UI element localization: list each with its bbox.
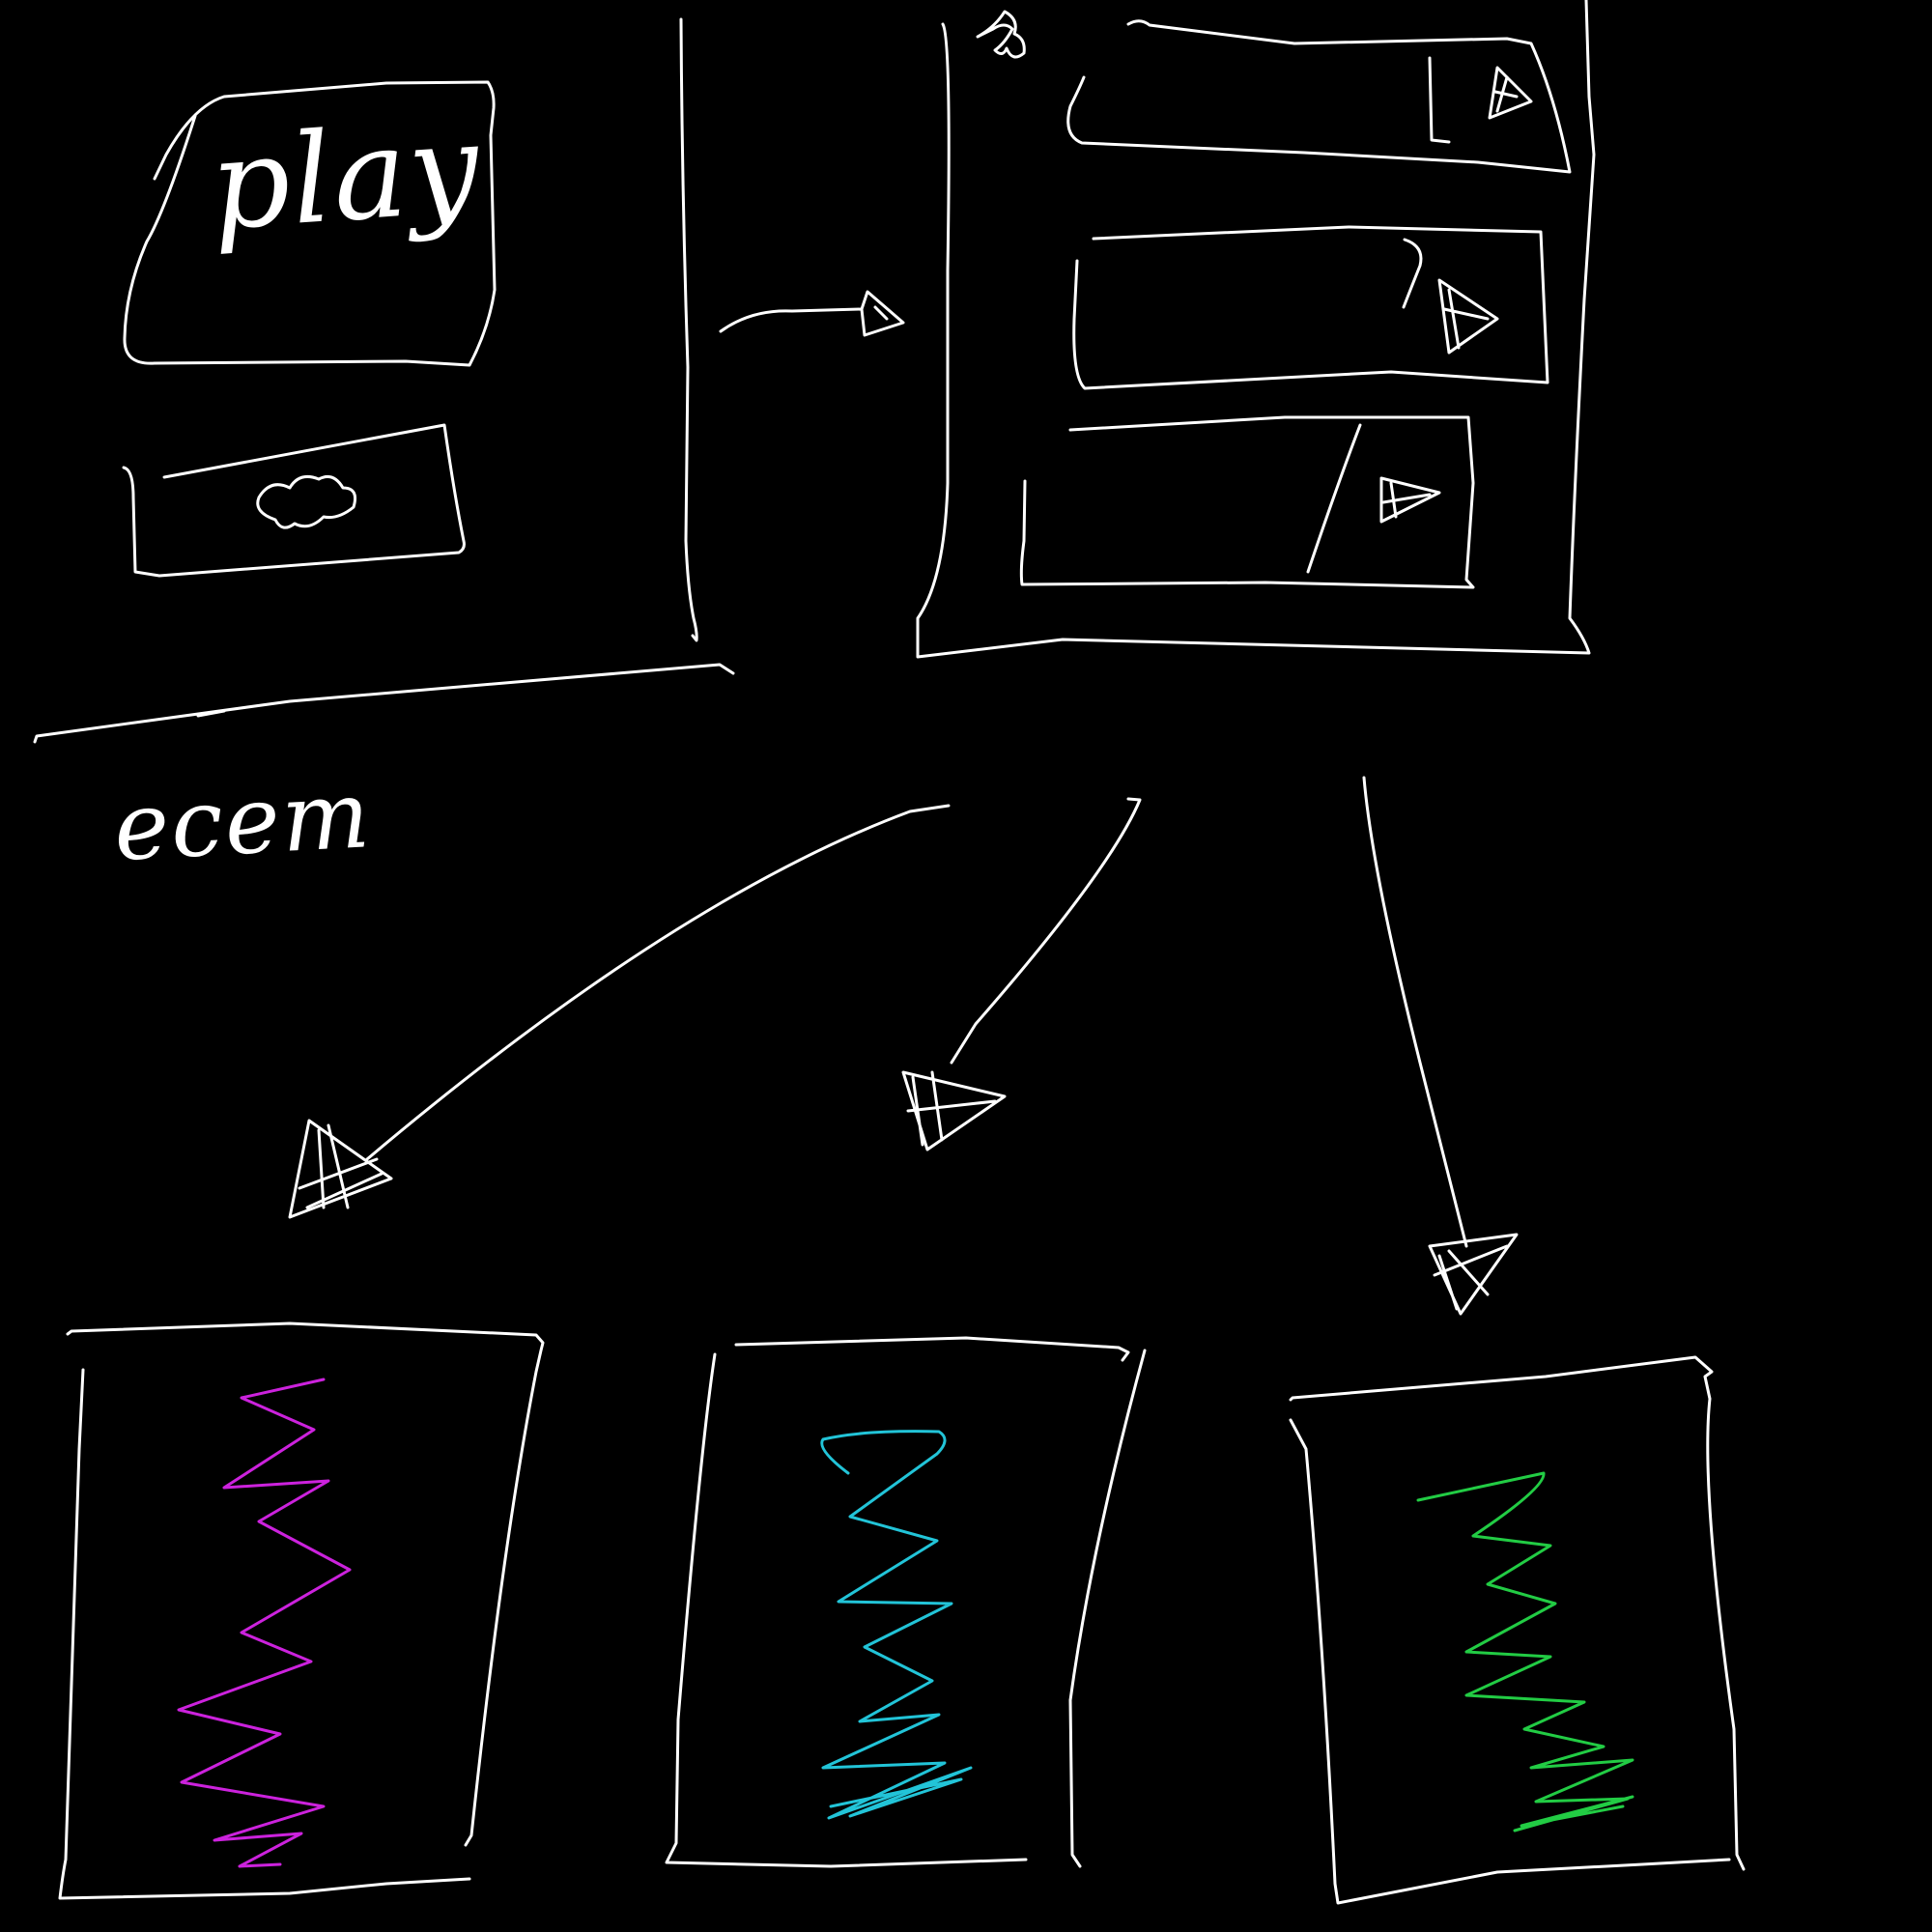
list-item-2[interactable] xyxy=(1072,225,1549,390)
play-label: play xyxy=(206,96,486,259)
level-screen-frame[interactable] xyxy=(58,1321,545,1900)
level-screen-right xyxy=(1289,1355,1746,1905)
arrowhead-icon xyxy=(1428,1233,1519,1316)
branch-arrow-middle xyxy=(901,797,1142,1151)
list-item-3[interactable] xyxy=(1019,415,1475,589)
baseline-tick xyxy=(196,709,226,718)
triangle-icon xyxy=(1437,278,1499,355)
level-content-scribble xyxy=(820,1430,973,1820)
list-screen-frame xyxy=(916,0,1596,659)
secondary-button-frame[interactable] xyxy=(122,423,466,578)
screen-divider xyxy=(679,17,698,642)
screen-baseline xyxy=(33,663,735,744)
screen-label: ecem xyxy=(111,760,375,882)
cloud-icon xyxy=(256,475,357,529)
branch-arrow-left xyxy=(288,804,951,1219)
transition-arrow xyxy=(719,290,905,337)
arrowhead-icon xyxy=(901,1070,1007,1151)
list-item-1[interactable] xyxy=(1066,19,1572,174)
scribble-icon xyxy=(976,10,1026,59)
level-list-screen xyxy=(916,0,1596,659)
level-screen-middle xyxy=(665,1336,1147,1868)
level-screen-frame[interactable] xyxy=(1289,1355,1746,1905)
level-screen-frame[interactable] xyxy=(665,1336,1147,1868)
triangle-icon xyxy=(1488,66,1533,120)
level-content-scribble xyxy=(177,1378,352,1868)
branch-arrow-right xyxy=(1362,776,1519,1316)
level-content-scribble xyxy=(1416,1471,1634,1833)
arrowhead-icon xyxy=(860,290,905,337)
level-screen-left xyxy=(58,1321,545,1900)
triangle-icon xyxy=(1379,476,1441,524)
arrowhead-icon xyxy=(288,1119,393,1219)
menu-screen xyxy=(33,17,735,744)
play-button-frame[interactable] xyxy=(123,80,497,367)
